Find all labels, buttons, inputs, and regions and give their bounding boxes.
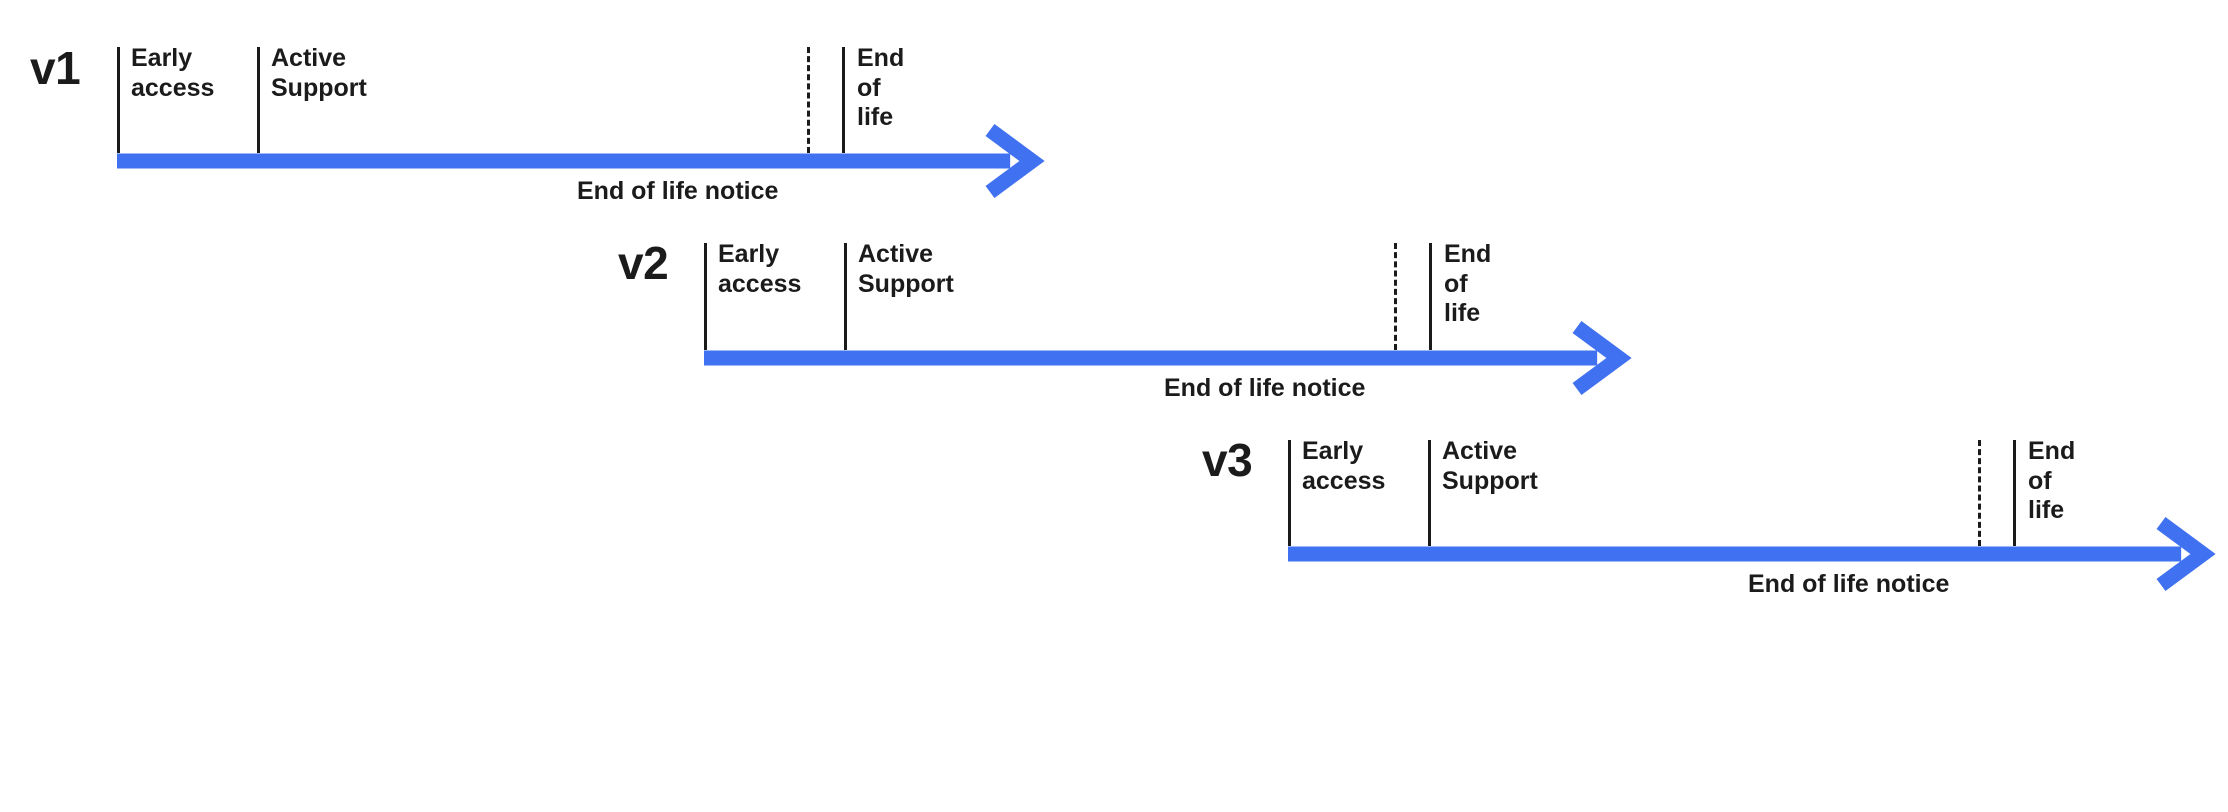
phase-divider-early-access [704, 243, 707, 350]
timeline-arrow-v3 [1288, 516, 2216, 591]
timeline-bar [1288, 546, 2182, 561]
end-of-life-notice-marker [807, 47, 810, 153]
version-label-v3: v3 [1202, 434, 1253, 486]
end-of-life-notice-label: End of life notice [577, 177, 779, 205]
version-label-v1: v1 [30, 42, 81, 94]
end-of-life-notice-label: End of life notice [1748, 570, 1950, 598]
end-of-life-notice-marker [1978, 440, 1981, 546]
phase-label-end-of-life: End of life [2028, 437, 2076, 524]
phase-label-end-of-life: End of life [1444, 240, 1492, 327]
timeline-arrowhead [985, 123, 1045, 198]
phase-divider-end-of-life [1429, 243, 1432, 350]
phase-divider-active-support [257, 47, 260, 153]
timeline-bar [117, 153, 1011, 168]
phase-label-active-support: Active Support [858, 240, 954, 298]
timeline-arrow-v1 [117, 123, 1045, 198]
version-label-v2: v2 [618, 237, 669, 289]
timeline-arrowhead [1572, 320, 1632, 395]
phase-label-end-of-life: End of life [857, 44, 905, 131]
phase-divider-early-access [1288, 440, 1291, 546]
phase-label-early-access: Early access [718, 240, 802, 298]
phase-divider-end-of-life [2013, 440, 2016, 546]
timeline-arrowhead [2156, 516, 2216, 591]
phase-divider-active-support [1428, 440, 1431, 546]
end-of-life-notice-label: End of life notice [1164, 374, 1366, 402]
timeline-bar [704, 350, 1598, 365]
phase-label-active-support: Active Support [271, 44, 367, 102]
end-of-life-notice-marker [1394, 243, 1397, 350]
phase-divider-active-support [844, 243, 847, 350]
timeline-arrow-v2 [704, 320, 1632, 395]
phase-divider-early-access [117, 47, 120, 153]
phase-label-early-access: Early access [1302, 437, 1386, 495]
phase-label-active-support: Active Support [1442, 437, 1538, 495]
phase-divider-end-of-life [842, 47, 845, 153]
phase-label-early-access: Early access [131, 44, 215, 102]
